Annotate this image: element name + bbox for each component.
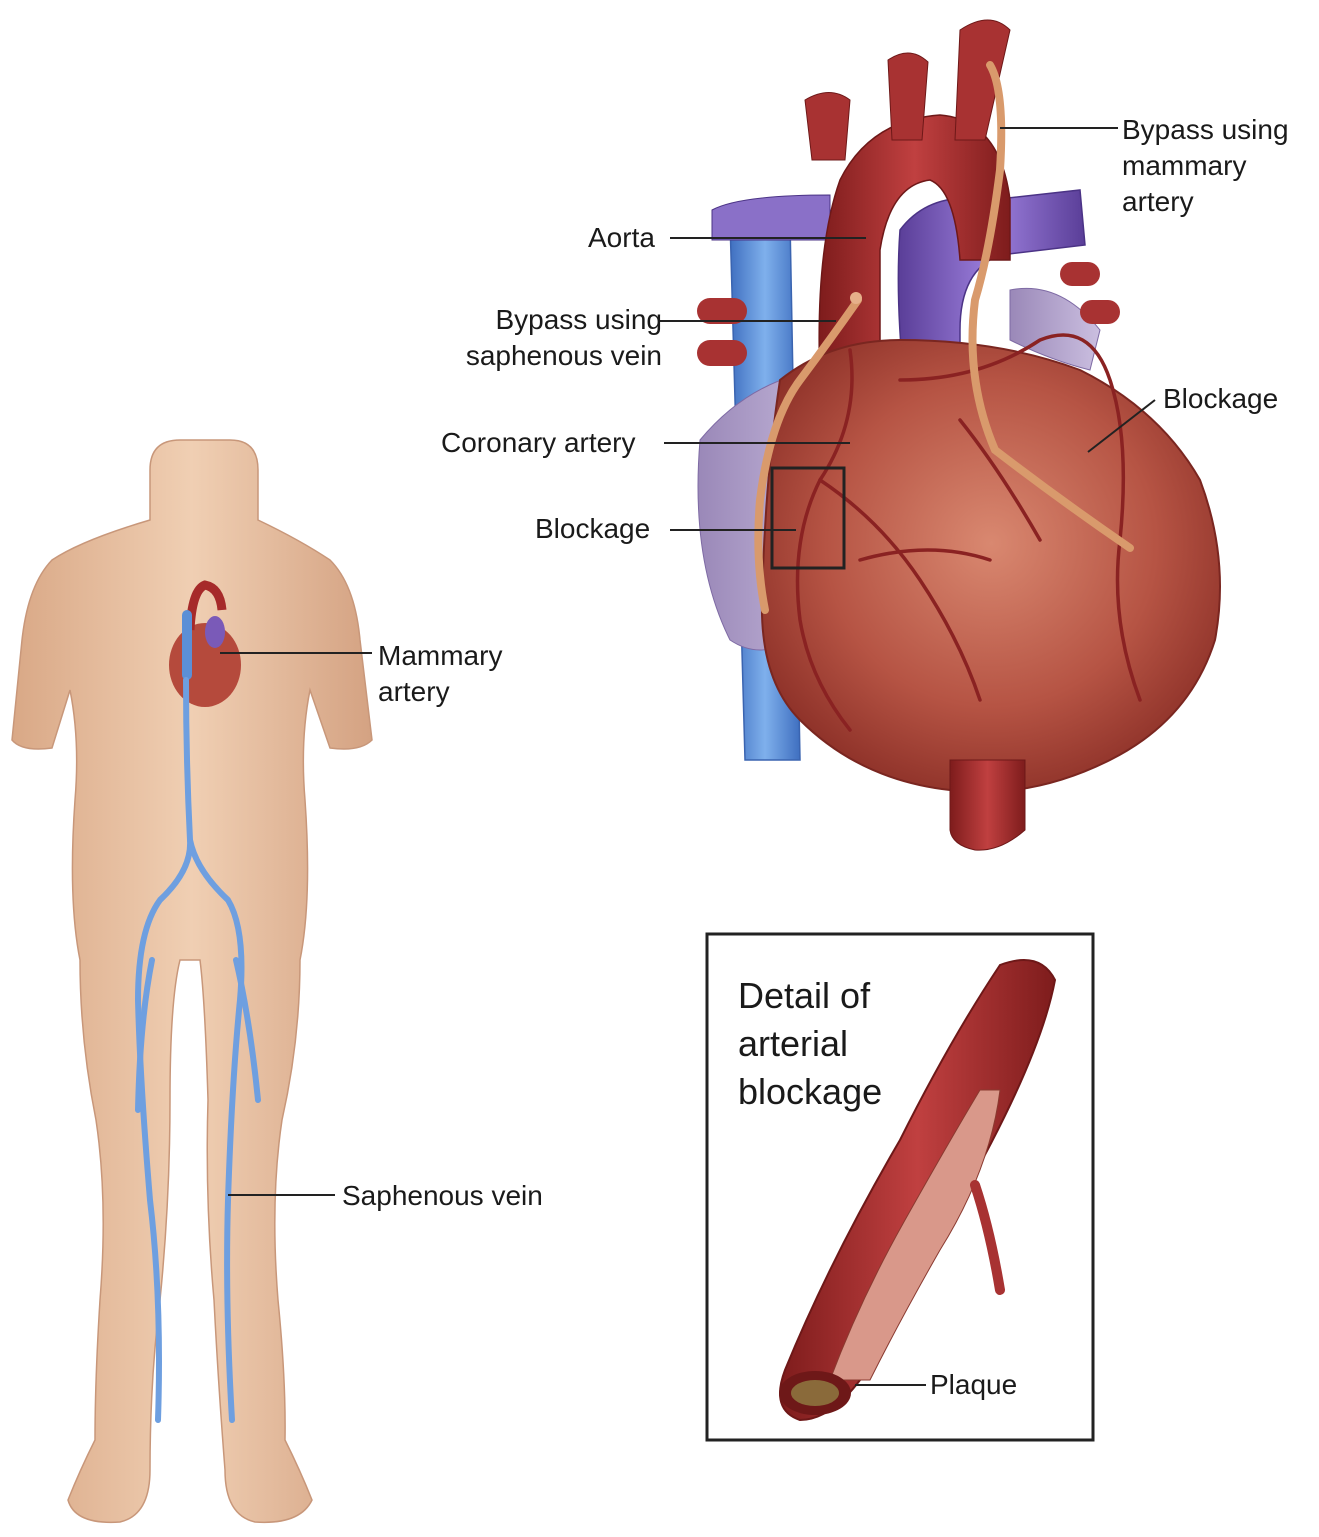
label-blockage-left: Blockage (535, 511, 650, 547)
title-line: arterial (738, 1020, 882, 1068)
label-line: Bypass using (1122, 112, 1289, 148)
label-plaque: Plaque (930, 1367, 1017, 1403)
label-bypass-mammary-artery: Bypass using mammary artery (1122, 112, 1289, 220)
label-mammary-artery: Mammary artery (378, 638, 502, 710)
human-body-figure (12, 440, 372, 1522)
title-line: blockage (738, 1068, 882, 1116)
label-line: Bypass using (440, 302, 662, 338)
label-line: artery (378, 674, 502, 710)
label-line: artery (1122, 184, 1289, 220)
label-saphenous-vein: Saphenous vein (342, 1178, 543, 1214)
label-line: Mammary (378, 638, 502, 674)
label-line: saphenous vein (440, 338, 662, 374)
label-aorta: Aorta (588, 220, 655, 256)
title-line: Detail of (738, 972, 882, 1020)
label-line: mammary (1122, 148, 1289, 184)
detail-box-title: Detail of arterial blockage (738, 972, 882, 1116)
label-bypass-saphenous-vein: Bypass using saphenous vein (440, 302, 662, 374)
label-blockage-right: Blockage (1163, 381, 1278, 417)
label-coronary-artery: Coronary artery (441, 425, 636, 461)
